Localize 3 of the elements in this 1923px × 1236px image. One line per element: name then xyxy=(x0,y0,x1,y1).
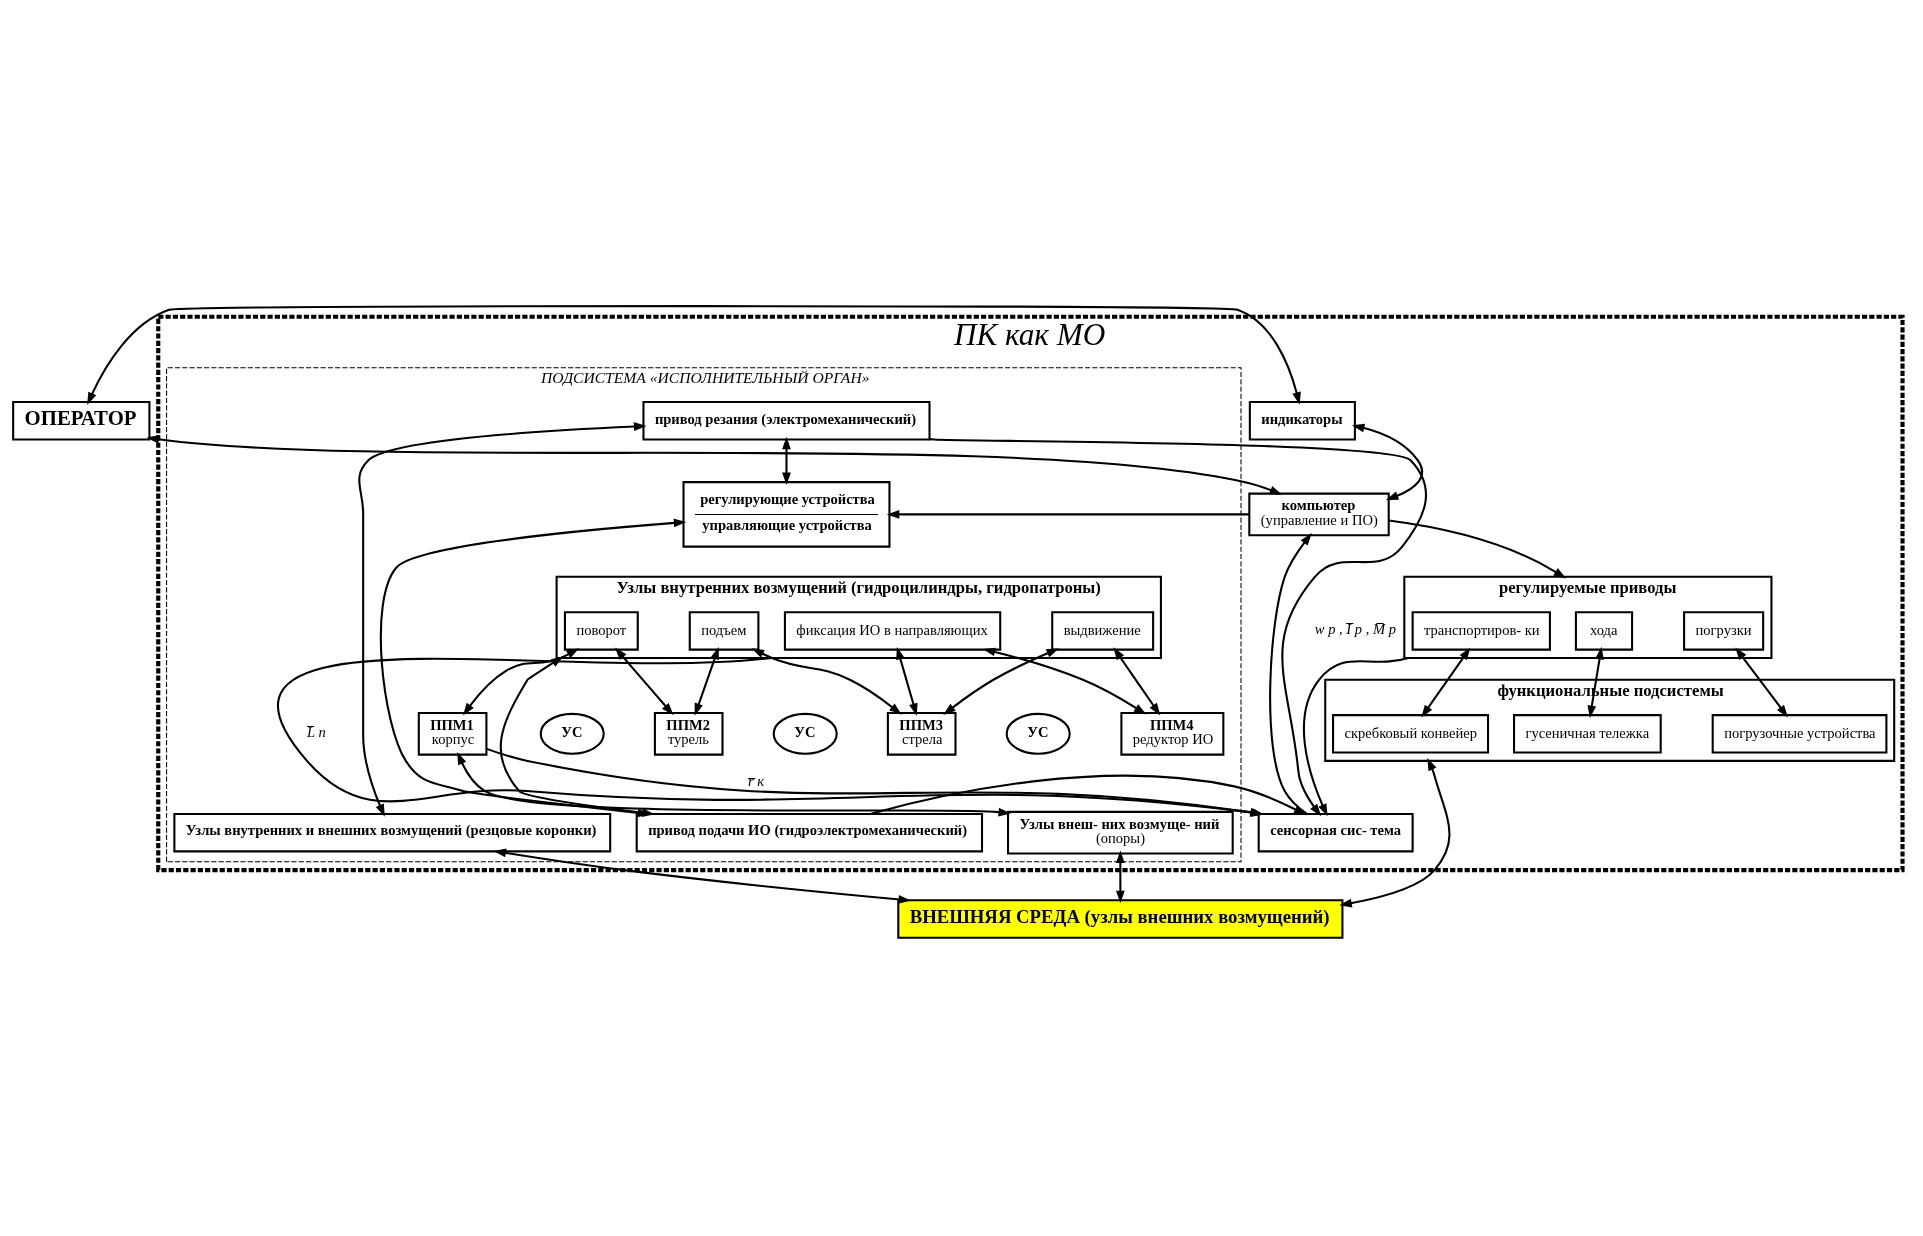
edge-label: r̅ к xyxy=(747,772,764,789)
edge-label: w p , I̅ p , M̅ p xyxy=(1314,620,1396,637)
edge-label: L̅ n xyxy=(306,723,326,740)
